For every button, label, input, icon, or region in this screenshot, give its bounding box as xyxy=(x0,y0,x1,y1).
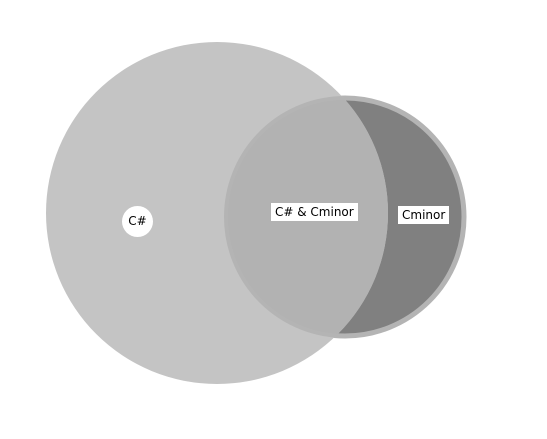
cminor-set-label: Cminor xyxy=(398,206,450,224)
csharp-set-label: C# xyxy=(122,206,153,237)
intersection-label: C# & Cminor xyxy=(271,203,358,221)
